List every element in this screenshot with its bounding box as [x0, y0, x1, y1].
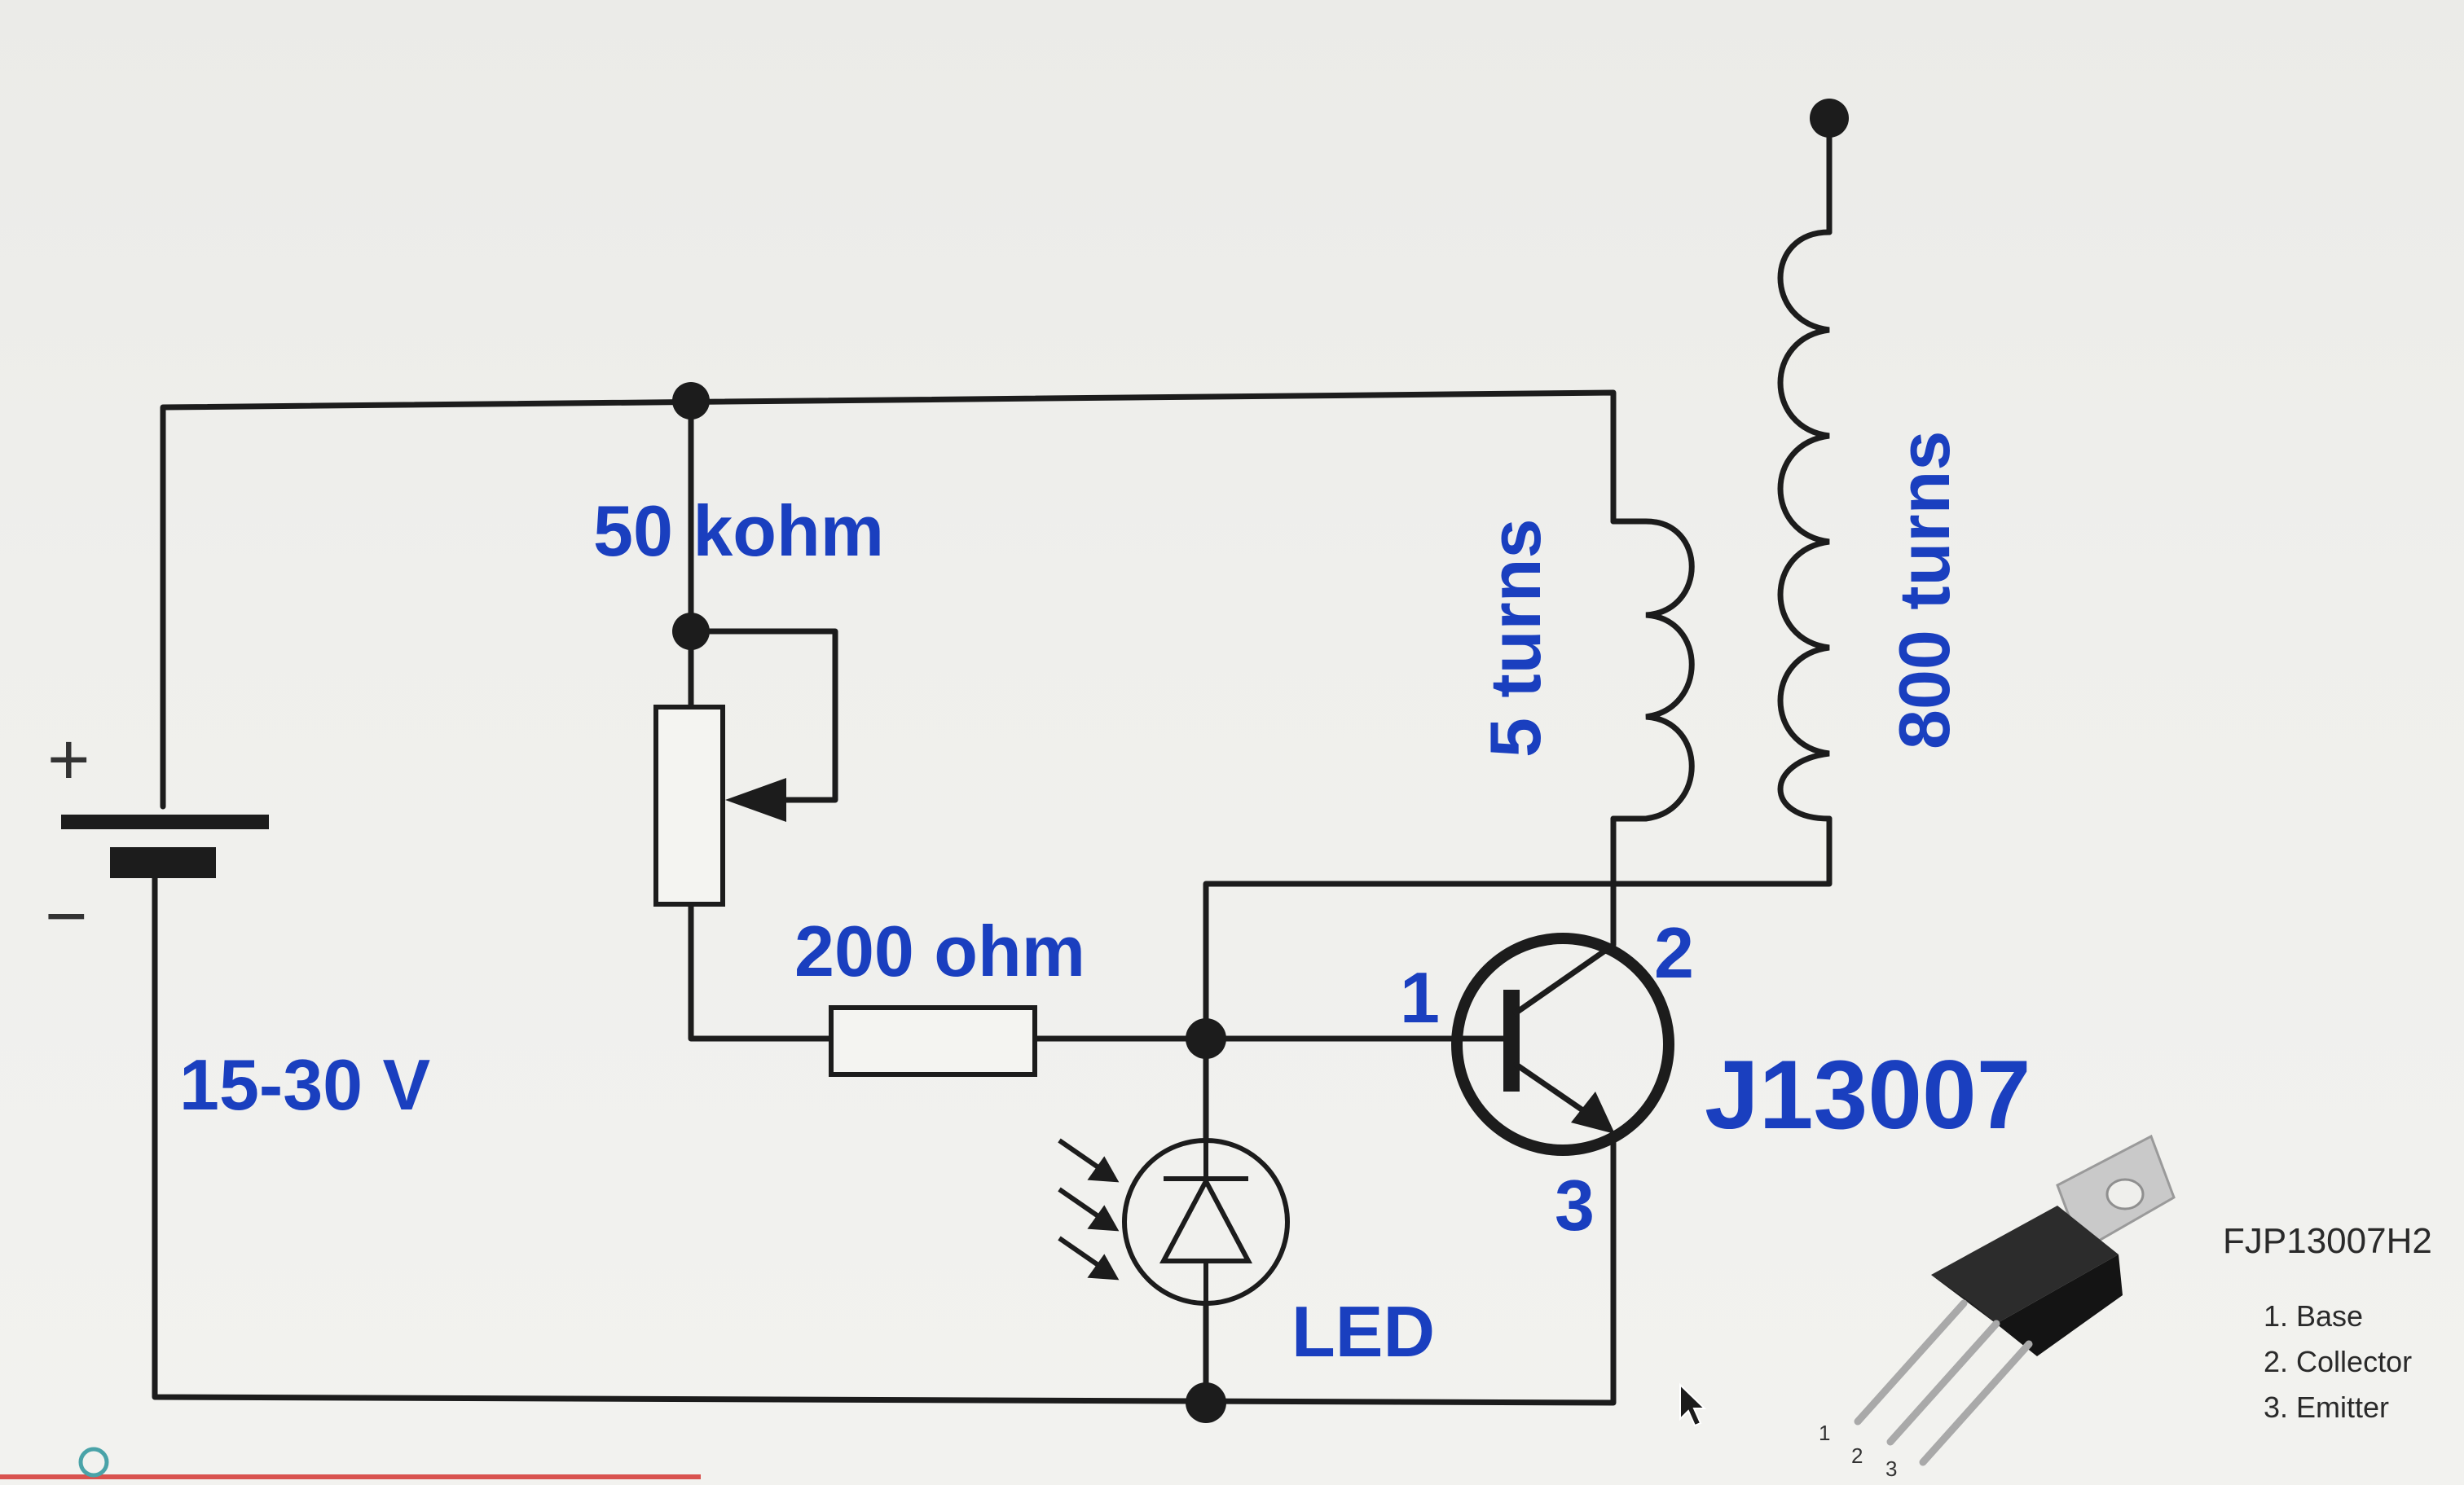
- transistor-symbol: [1451, 933, 1674, 1185]
- transistor-pin-collector: 2: [1654, 912, 1694, 993]
- battery-symbol: [61, 815, 269, 878]
- battery-voltage-label: 15-30 V: [179, 1044, 431, 1125]
- potentiometer-wiper-arrow: [725, 778, 786, 822]
- led-light-arrows: [1058, 1138, 1120, 1281]
- battery-minus-sign: −: [45, 876, 88, 957]
- potentiometer-body: [653, 705, 725, 907]
- junction-bottom-led: [1186, 1382, 1226, 1423]
- bottom-edge-logo-fragment: [78, 1447, 109, 1478]
- transistor-emitter-arrow: [1571, 1092, 1615, 1134]
- package-body-front: [1996, 1254, 2123, 1356]
- package-pin-3-description: 3. Emitter: [2264, 1391, 2389, 1424]
- package-mounting-hole: [2105, 1178, 2145, 1210]
- battery-short-plate: [110, 847, 216, 878]
- package-part-number: FJP13007H2: [2223, 1221, 2432, 1261]
- secondary-coil-label: 800 turns: [1884, 431, 1965, 749]
- secondary-coil-symbol: [1777, 229, 1833, 822]
- wire-top-rail: [160, 389, 1617, 810]
- terminal-secondary-top: [1810, 99, 1849, 138]
- resistor-label: 200 ohm: [794, 911, 1085, 991]
- resistor-body: [829, 1005, 1037, 1077]
- package-body-top: [1931, 1206, 2119, 1324]
- transistor-label: J13007: [1705, 1040, 2031, 1149]
- junctions: [672, 99, 1849, 1423]
- junction-pot-wiper: [672, 613, 710, 650]
- package-legs: [1854, 1299, 2033, 1466]
- package-leg-number-1: 1: [1819, 1421, 1830, 1445]
- transistor-pin-base: 1: [1400, 957, 1440, 1038]
- package-pin-2-description: 2. Collector: [2264, 1345, 2412, 1378]
- battery-long-plate: [61, 815, 269, 829]
- transistor-pin-emitter: 3: [1555, 1165, 1595, 1246]
- primary-coil-symbol: [1610, 518, 1695, 822]
- led-symbol: [1122, 1138, 1290, 1306]
- wire-pot-wiper-loop: [688, 628, 838, 803]
- mouse-cursor-icon: [1679, 1382, 1707, 1427]
- package-leg-number-3: 3: [1885, 1456, 1897, 1481]
- battery-plus-sign: +: [47, 719, 90, 801]
- package-pin-1-description: 1. Base: [2264, 1299, 2363, 1333]
- potentiometer-label: 50 kohm: [593, 490, 884, 571]
- led-triangle: [1159, 1175, 1252, 1263]
- potentiometer-symbol: [653, 705, 786, 907]
- wire-pot-bottom: [688, 901, 834, 1042]
- transistor-circle: [1451, 933, 1674, 1156]
- junction-top-pot: [672, 382, 710, 420]
- bottom-progress-bar: [0, 1474, 701, 1479]
- junction-base-node: [1186, 1018, 1226, 1059]
- transistor-collector-lead: [1511, 942, 1616, 1017]
- wire-node-to-secondary: [1203, 815, 1833, 1042]
- led-label: LED: [1291, 1291, 1435, 1372]
- wire-bottom-rail: [152, 872, 1617, 1406]
- package-leg-number-2: 2: [1851, 1443, 1863, 1468]
- primary-coil-label: 5 turns: [1475, 519, 1555, 758]
- to220-package-illustration: 1 2 3: [1819, 1134, 2176, 1481]
